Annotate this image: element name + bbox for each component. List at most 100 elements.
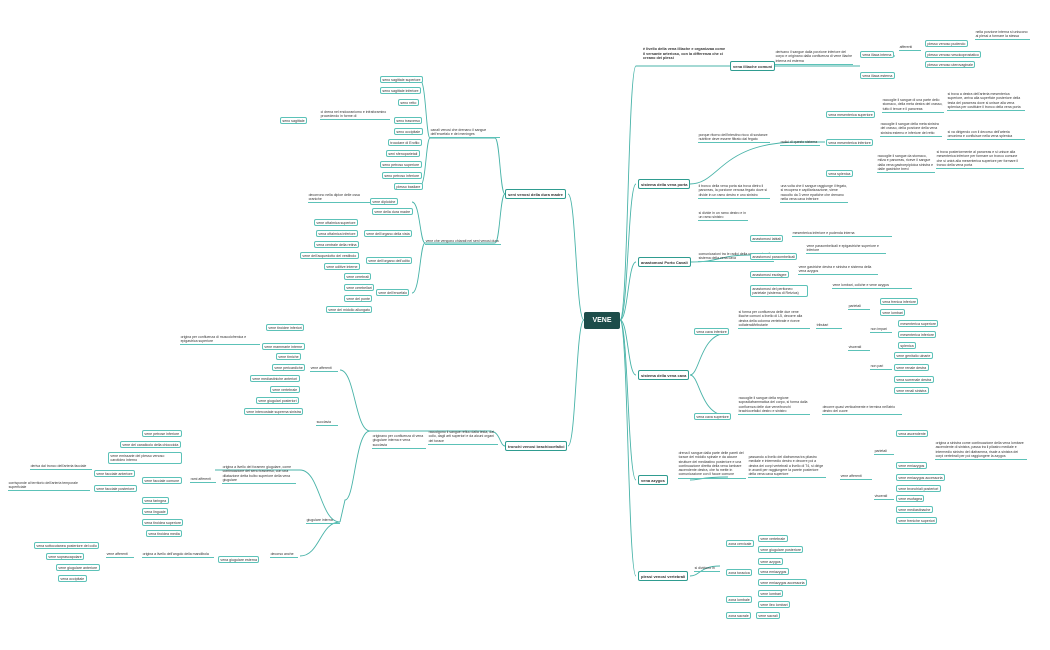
encefalo-3[interactable]: vene del ponte bbox=[344, 295, 373, 303]
rami-4[interactable]: vena faringea bbox=[142, 497, 169, 505]
seno-10[interactable]: plesso basilare bbox=[394, 183, 423, 191]
aff-3[interactable]: vene timiche bbox=[276, 353, 301, 361]
pari-3[interactable]: vena surrenale destra bbox=[894, 376, 934, 384]
rami-2[interactable]: vene del canalicolo della chiocciola bbox=[120, 441, 181, 449]
node-vista[interactable]: vene dell'organo della vista bbox=[364, 230, 413, 238]
azygos-visc-4[interactable]: vene freniche superiori bbox=[896, 517, 938, 525]
anast-retzius[interactable]: anastomosi del peritoneo parietale (sist… bbox=[750, 285, 808, 297]
root-node[interactable]: VENE bbox=[584, 312, 620, 329]
node-tronchi[interactable]: tronchi venosi brachiocefalici bbox=[505, 441, 568, 451]
azygos-par-2[interactable]: vene emiazygos bbox=[896, 462, 927, 470]
node-plessi[interactable]: plessi venosi vertebrali bbox=[638, 571, 689, 581]
vista-3[interactable]: vena centrale della retina bbox=[314, 241, 359, 249]
node-splenica[interactable]: vena splenica bbox=[826, 170, 853, 178]
anast-labiali[interactable]: anastomosi labiali bbox=[750, 235, 784, 243]
anast-esofagee[interactable]: anastomosi esofagee bbox=[750, 271, 789, 279]
pari-4[interactable]: vene renali sinistra bbox=[894, 387, 929, 395]
plesso-pudendo[interactable]: plesso venoso pudendo bbox=[925, 40, 968, 48]
azygos-visc-1[interactable]: vene bronchiali posteriori bbox=[896, 485, 941, 493]
aff-2[interactable]: vene mammarie interne bbox=[262, 343, 305, 351]
node-vene-iliache[interactable]: vena illiache comuni bbox=[730, 61, 776, 71]
rami-7[interactable]: vena tiroidea media bbox=[146, 530, 183, 538]
vena-frenica[interactable]: vena frenica inferiore bbox=[880, 298, 919, 306]
sacrale-1[interactable]: vene sacrali bbox=[756, 612, 780, 620]
toracica-3[interactable]: vene emiazygos accessoria bbox=[758, 579, 807, 587]
seno-9[interactable]: seno petroso inferiore bbox=[382, 172, 422, 180]
encefalo-1[interactable]: vene cerebrali bbox=[344, 273, 372, 281]
seno-1[interactable]: seno sagittale superiore bbox=[380, 76, 423, 84]
seno-8[interactable]: seno petroso superiore bbox=[380, 161, 422, 169]
rami-5[interactable]: vena linguale bbox=[142, 508, 168, 516]
node-seni-dura[interactable]: seni venosi della dura madre bbox=[505, 189, 566, 199]
node-sistema-cava[interactable]: sistema della vena cava bbox=[638, 370, 690, 380]
lombale-2[interactable]: vene ileo lombari bbox=[758, 601, 790, 609]
node-iliaca-esterna[interactable]: vena iliaca esterna bbox=[860, 72, 895, 80]
aff-4[interactable]: vene pericardiche bbox=[272, 364, 306, 372]
impari-3[interactable]: splenica bbox=[898, 342, 916, 350]
lombale-1[interactable]: vene lombari bbox=[758, 590, 784, 598]
node-udito[interactable]: vene dell'organo dell'udito bbox=[366, 257, 413, 265]
node-mes-inf[interactable]: vena mesenterica inferiore bbox=[826, 139, 874, 147]
aff-5[interactable]: vene mediastiniche anteriori bbox=[250, 375, 300, 383]
node-azygos[interactable]: vena azygos bbox=[638, 475, 668, 485]
aff-1[interactable]: vene tiroidee inferiori bbox=[266, 324, 305, 332]
node-anastomosi[interactable]: anastomosi Porto Cavali bbox=[638, 257, 691, 267]
udito-2[interactable]: vene uditive interne bbox=[324, 263, 360, 271]
plessi-divide: si dividono in bbox=[694, 566, 720, 573]
node-seno-sagittale[interactable]: seno sagittale bbox=[280, 117, 307, 125]
anast-paraombelicali[interactable]: anastomosi paraombelicali bbox=[750, 253, 798, 261]
vene-lombari[interactable]: vene lombari bbox=[880, 309, 906, 317]
plessi-cervicale[interactable]: zona cervicale bbox=[726, 540, 754, 548]
node-mes-sup[interactable]: vena mesenterica superiore bbox=[826, 111, 876, 119]
aff-7[interactable]: vene giugulari posteriori bbox=[256, 397, 299, 405]
node-vene-dura[interactable]: vene della dura madre bbox=[372, 208, 413, 216]
azygos-visc-3[interactable]: vene mediastinache bbox=[896, 506, 933, 514]
est-1[interactable]: vena sottocutanea posteriore del collo bbox=[34, 542, 100, 550]
azygos-par-3[interactable]: vene emiazygos accessoria bbox=[896, 474, 945, 482]
node-diploiche[interactable]: vene diploiche bbox=[370, 198, 398, 206]
rami-3[interactable]: vene emissarie del plesso venoso carotid… bbox=[108, 452, 182, 464]
seno-2[interactable]: seno sagittale inferiore bbox=[380, 87, 421, 95]
seno-5[interactable]: seno occipitale bbox=[394, 128, 423, 136]
rami-1[interactable]: vene petrose inferiore bbox=[142, 430, 182, 438]
node-encefalo[interactable]: vene dell'encefalo bbox=[376, 289, 410, 297]
impari-1[interactable]: mesenterica superiore bbox=[898, 320, 939, 328]
azygos-par-1[interactable]: vena ascendente bbox=[896, 430, 929, 438]
seno-4[interactable]: seno trasverso bbox=[394, 117, 423, 125]
toracica-2[interactable]: vena emiazygos bbox=[758, 568, 789, 576]
node-iliaca-interna[interactable]: vena iliaca interna bbox=[860, 51, 894, 59]
impari-2[interactable]: mesenterica inferiore bbox=[898, 331, 937, 339]
azygos-visc-2[interactable]: vene esofagea bbox=[896, 495, 925, 503]
node-facc-comune[interactable]: vene facciale comune bbox=[142, 477, 182, 485]
cervicale-1[interactable]: vene vertebrale bbox=[758, 535, 788, 543]
est-2[interactable]: vene soprascapolare bbox=[46, 553, 85, 561]
vista-1[interactable]: vene oftalmica superiore bbox=[314, 219, 358, 227]
facc-post[interactable]: vene facciale posteriore bbox=[94, 485, 137, 493]
facc-ant[interactable]: vene facciale anteriore bbox=[94, 470, 135, 478]
plesso-utero[interactable]: plesso venoso uterovaginale bbox=[925, 61, 976, 69]
pari-1[interactable]: vene genitalio ulnarie bbox=[894, 352, 933, 360]
udito-1[interactable]: vene dell'acquedotto del vestibolo bbox=[300, 252, 359, 260]
node-giug-est[interactable]: vena giugulare esterna bbox=[218, 556, 260, 564]
seno-3[interactable]: seno retto bbox=[398, 99, 419, 107]
pari-2[interactable]: vene renale destra bbox=[894, 364, 929, 372]
est-3[interactable]: vene giugulare anteriore bbox=[56, 564, 100, 572]
encefalo-4[interactable]: vene del midollo allungato bbox=[326, 306, 373, 314]
rami-6[interactable]: vena tiroidea superiore bbox=[142, 519, 184, 527]
seno-7[interactable]: seni sfenoparietali bbox=[386, 150, 420, 158]
plessi-sacrale[interactable]: zona sacrale bbox=[726, 612, 752, 620]
plessi-toracica[interactable]: zona toracica bbox=[726, 569, 753, 577]
aff-6[interactable]: vene vertebrale bbox=[270, 386, 300, 394]
node-cava-inf[interactable]: vena cava inferiore bbox=[694, 328, 730, 336]
aff-8[interactable]: vene intercostale suprema sinistra bbox=[244, 408, 304, 416]
vista-2[interactable]: vena oftalmica inferiore bbox=[316, 230, 358, 238]
plesso-vescico[interactable]: plesso venoso vescicoprostatico bbox=[925, 51, 982, 59]
node-cava-sup[interactable]: vena cava superiore bbox=[694, 413, 732, 421]
cervicale-2[interactable]: vene giugulare posteriore bbox=[758, 546, 804, 554]
toracica-1[interactable]: vene azygos bbox=[758, 558, 783, 566]
est-4[interactable]: vena occipitale bbox=[58, 575, 87, 583]
seno-6[interactable]: trocolare di Erofilo bbox=[388, 139, 422, 147]
encefalo-2[interactable]: vene cerebellari bbox=[344, 284, 375, 292]
node-vena-porta[interactable]: sistema della vena porta bbox=[638, 179, 691, 189]
plessi-lombale[interactable]: zona lombale bbox=[726, 596, 753, 604]
